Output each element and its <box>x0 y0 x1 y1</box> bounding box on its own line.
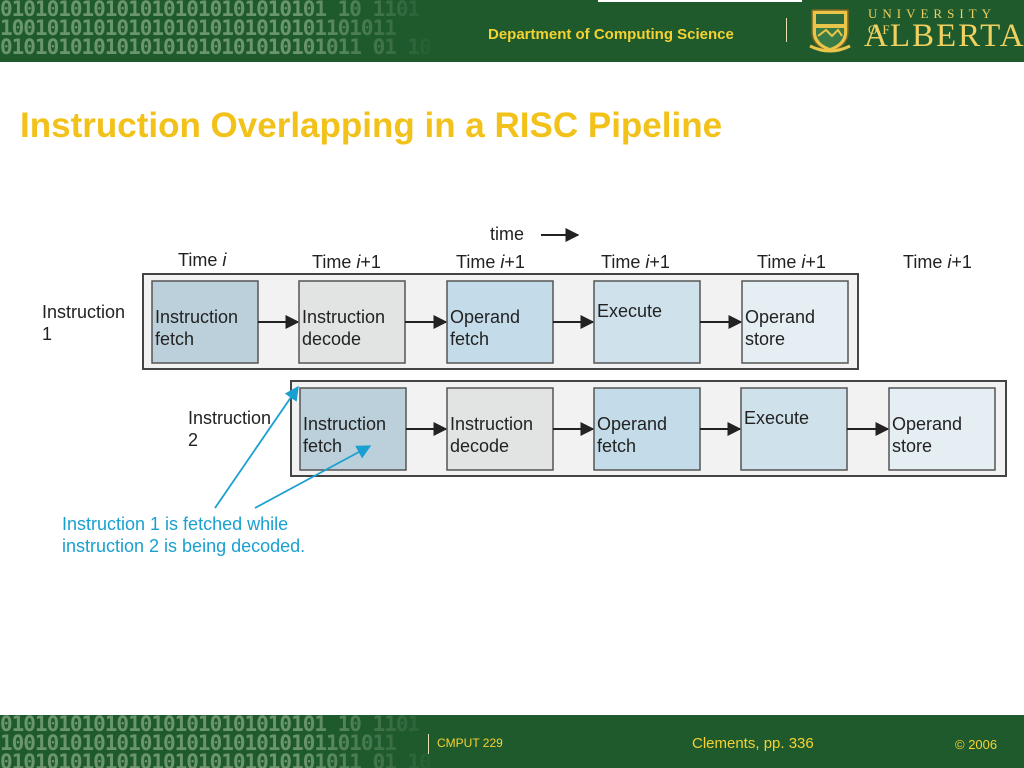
stage-box <box>446 387 554 471</box>
stage-box <box>151 280 259 364</box>
university-crest-icon <box>809 9 851 53</box>
stage-label: Execute <box>597 301 662 321</box>
stage-box <box>741 280 849 364</box>
time-column-label: Time i+1 <box>757 252 826 272</box>
slide-title: Instruction Overlapping in a RISC Pipeli… <box>20 106 723 145</box>
instruction-2-label: Instruction 2 <box>188 408 276 450</box>
stage-label: Execute <box>744 408 809 428</box>
annotation-arrow-2 <box>254 445 372 509</box>
time-label: time <box>490 224 524 244</box>
footer-bar: 0101010101010101010101010101 10 1101 100… <box>0 715 1024 768</box>
stage-box <box>593 280 701 364</box>
copyright: © 2006 <box>955 737 998 752</box>
annotation-text: Instruction 1 is fetched while instructi… <box>62 514 305 556</box>
time-column-labels: Time i Time i+1 Time i+1 Time i+1 Time i+1 Ti… <box>178 250 972 272</box>
time-column-label: Time i+1 <box>312 252 381 272</box>
time-column-label: Time i <box>178 250 227 270</box>
time-column-label: Time i+1 <box>456 252 525 272</box>
instruction-1-label: Instruction 1 <box>42 302 130 344</box>
footer-divider <box>428 734 429 754</box>
stage-box <box>298 280 406 364</box>
stage-box <box>299 387 407 471</box>
page-reference: Clements, pp. 336 <box>692 735 814 752</box>
header-divider <box>786 18 787 42</box>
stage-box <box>888 387 996 471</box>
time-column-label: Time i+1 <box>601 252 670 272</box>
annotation-arrow-1 <box>214 385 299 509</box>
stage-box <box>740 387 848 471</box>
university-label: UNIVERSITY OF <box>868 6 996 37</box>
course-code: CMPUT 229 <box>437 736 503 750</box>
time-column-label: Time i+1 <box>903 252 972 272</box>
stage-box <box>446 280 554 364</box>
stage-box <box>593 387 701 471</box>
header-bar: 0101010101010101010101010101 10 1101 100… <box>0 0 1024 62</box>
department-name: Department of Computing Science <box>488 26 734 43</box>
university-name: ALBERTA <box>864 18 1024 54</box>
